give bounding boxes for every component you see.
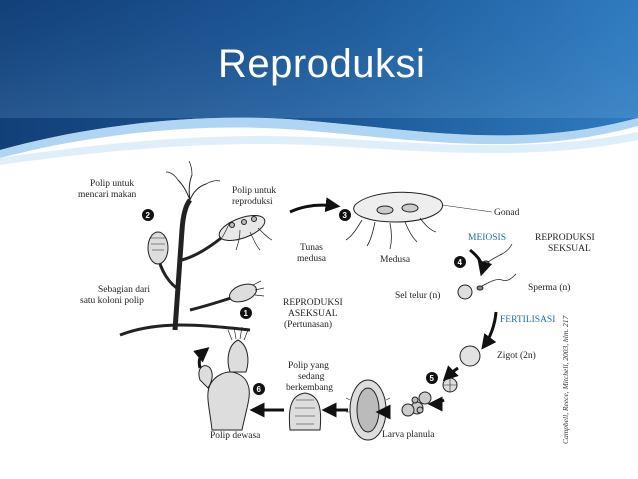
label-aseksual-2: ASEKSUAL — [288, 309, 338, 319]
label-tunas-1: Tunas — [300, 243, 323, 253]
label-polip-makan-2: mencari makan — [78, 190, 137, 200]
label-sebagian-2: satu koloni polip — [80, 296, 144, 306]
step-1: 1 — [244, 309, 249, 318]
header-banner — [0, 0, 638, 165]
label-polip-makan-1: Polip untuk — [90, 179, 134, 189]
gametes — [457, 243, 517, 300]
label-polip-dewasa: Polip dewasa — [210, 431, 261, 441]
label-meiosis: MEIOSIS — [468, 233, 506, 243]
developing-polyp — [288, 392, 322, 431]
label-larva: Larva planula — [382, 430, 435, 440]
cycle-arrows — [193, 197, 498, 420]
zygote-and-embryos — [401, 345, 481, 417]
label-seksual-1: REPRODUKSI — [535, 233, 595, 243]
medusa-illustration — [345, 191, 493, 250]
step-5: 5 — [430, 374, 435, 383]
label-sperma: Sperma (n) — [528, 282, 570, 293]
adult-polyp — [198, 326, 250, 431]
label-polip-sedang-1: Polip yang — [288, 361, 329, 371]
label-polip-repro-1: Polip untuk — [232, 186, 276, 196]
planula-larva — [345, 379, 391, 441]
label-tunas-2: medusa — [297, 254, 327, 264]
label-polip-repro-2: reproduksi — [232, 197, 273, 207]
step-4: 4 — [458, 258, 463, 267]
slide-title: Reproduksi — [218, 42, 426, 86]
label-polip-sedang-3: berkembang — [286, 383, 333, 393]
step-3: 3 — [343, 211, 348, 220]
label-gonad: Gonad — [494, 208, 520, 218]
step-markers: 2 3 4 5 6 1 — [142, 209, 466, 395]
label-aseksual-1: REPRODUKSI — [283, 298, 343, 308]
step-6: 6 — [257, 385, 262, 394]
label-sebagian-1: Sebagian dari — [98, 285, 150, 295]
label-fertilisasi: FERTILISASI — [500, 315, 555, 325]
label-polip-sedang-2: sedang — [298, 372, 325, 382]
polyp-colony — [119, 160, 273, 337]
label-seksual-2: SEKSUAL — [548, 244, 591, 254]
diagram-labels: Polip untuk mencari makan Polip untuk re… — [78, 179, 595, 444]
label-sel-telur: Sel telur (n) — [395, 290, 440, 301]
label-aseksual-3: (Pertunasan) — [284, 319, 332, 330]
citation: Campbell, Reece, Mitchell, 2003, hlm. 21… — [561, 315, 570, 444]
step-2: 2 — [146, 211, 151, 220]
label-medusa: Medusa — [380, 255, 411, 265]
label-zigot: Zigot (2n) — [497, 350, 536, 361]
